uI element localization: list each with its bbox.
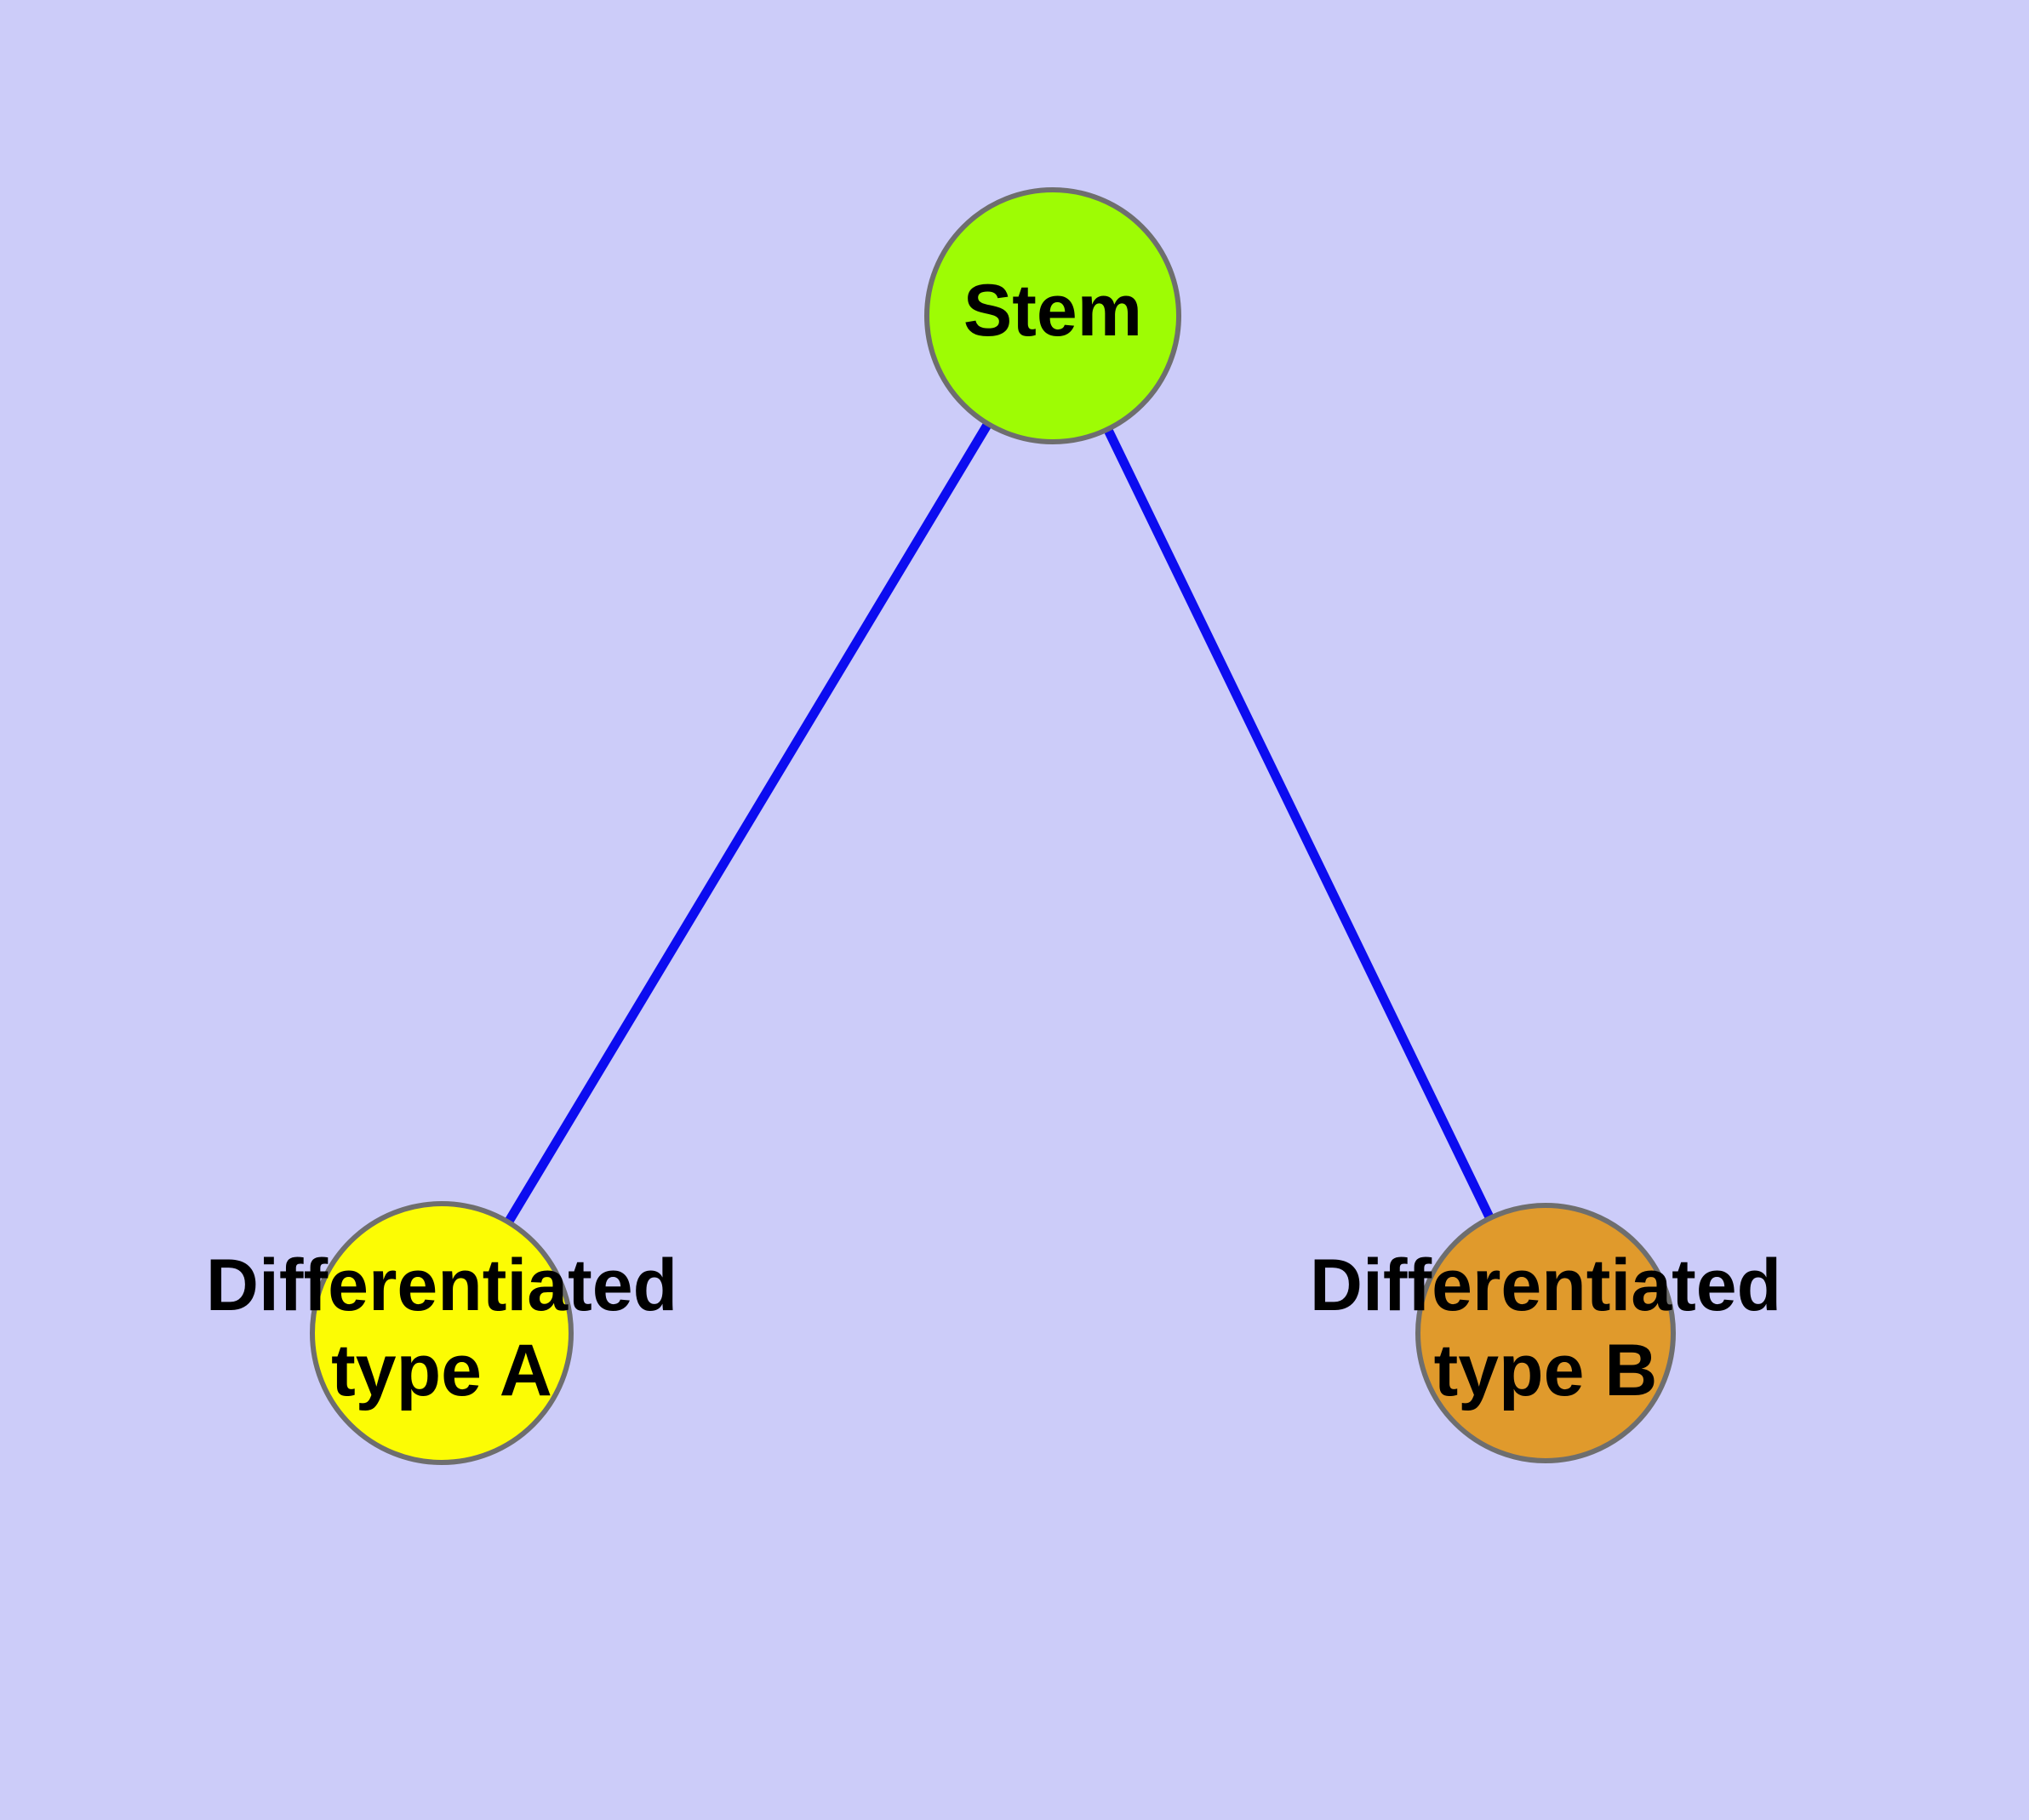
node-label-line: Stem — [963, 270, 1142, 352]
edges-layer — [437, 313, 1550, 1336]
node-label-line: type A — [331, 1330, 552, 1411]
node-diff_a[interactable] — [310, 1201, 574, 1465]
node-label-line: Differentiated — [1310, 1245, 1781, 1326]
edge-stem-diff-b[interactable] — [1049, 313, 1550, 1336]
node-label-line: Differentiated — [206, 1245, 677, 1326]
nodes-layer — [310, 187, 1676, 1465]
node-stem[interactable] — [924, 187, 1181, 444]
edge-stem-diff-a[interactable] — [437, 313, 1057, 1336]
node-label-stem: Stem — [963, 270, 1142, 352]
node-label-line: type B — [1434, 1330, 1658, 1411]
node-diff_b[interactable] — [1415, 1203, 1676, 1463]
